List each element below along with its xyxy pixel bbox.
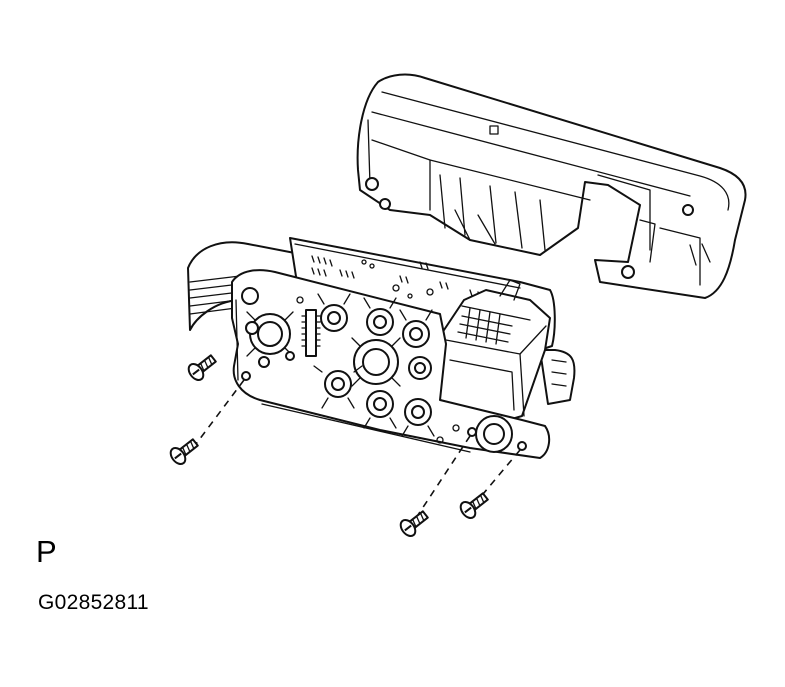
screw-alignment-lines xyxy=(189,379,521,519)
screw-lower-right xyxy=(459,492,489,519)
mount-hole-right-1 xyxy=(467,427,477,437)
mount-hole-left xyxy=(241,371,251,381)
cluster-printed-circuit-board xyxy=(231,269,551,459)
view-letter-label: P xyxy=(36,534,57,569)
gauge-mount-center xyxy=(351,337,401,387)
cluster-ic-strip xyxy=(301,309,321,357)
screw-lower-center xyxy=(399,510,429,537)
screw-upper-left xyxy=(187,354,217,381)
screw-lower-left xyxy=(169,438,199,465)
cluster-connector-block xyxy=(439,279,551,421)
gauge-mount-right xyxy=(475,415,513,453)
cluster-hood-cover xyxy=(356,73,747,299)
lamp-socket-group xyxy=(241,287,432,426)
figure-code-label: G02852811 xyxy=(38,591,149,614)
mount-hole-right-2 xyxy=(517,441,527,451)
